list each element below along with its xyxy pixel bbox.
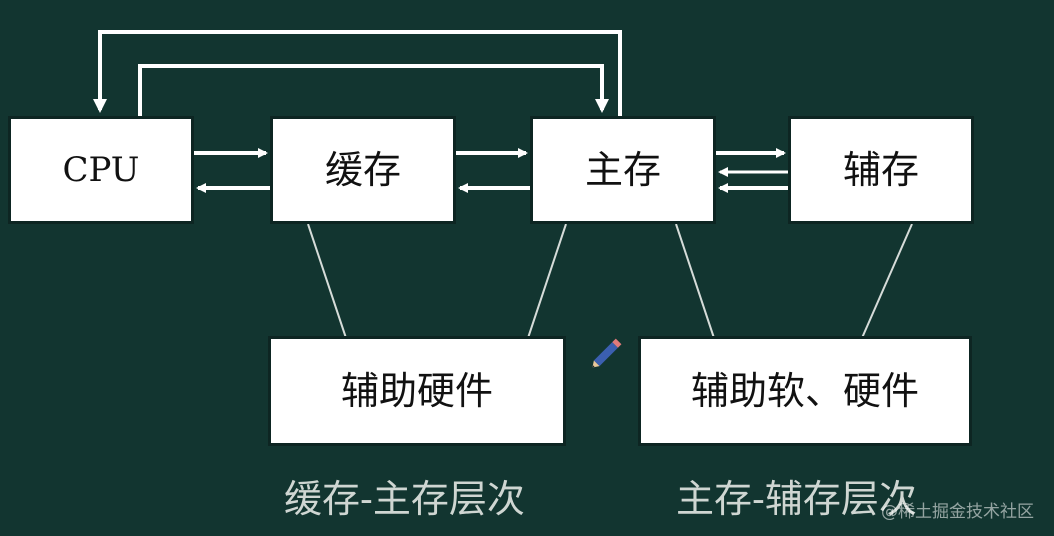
link-aux-to-swhw	[861, 223, 913, 339]
caption-main-aux-level: 主存-辅存层次	[676, 477, 917, 521]
node-cpu: CPU	[8, 116, 194, 224]
link-cache-to-hw	[307, 223, 347, 339]
pencil-icon	[592, 338, 622, 368]
node-aux-memory: 辅存	[788, 116, 974, 224]
link-main-to-swhw	[675, 223, 715, 339]
node-cpu-label: CPU	[62, 150, 140, 190]
link-main-to-hw	[527, 223, 567, 339]
arrow-cpu-to-main-top	[138, 64, 609, 116]
node-aux-memory-label: 辅存	[842, 148, 919, 192]
node-aux-hardware: 辅助硬件	[268, 336, 566, 446]
node-main-memory: 主存	[530, 116, 716, 224]
watermark: @稀土掘金技术社区	[881, 502, 1034, 522]
caption-cache-main-level: 缓存-主存层次	[284, 477, 525, 521]
node-aux-software-hardware-label: 辅助软、硬件	[690, 369, 919, 413]
node-aux-software-hardware: 辅助软、硬件	[638, 336, 972, 446]
node-main-memory-label: 主存	[584, 148, 661, 192]
node-aux-hardware-label: 辅助硬件	[340, 369, 493, 413]
node-cache-label: 缓存	[324, 148, 401, 192]
arrow-main-to-cpu-top	[93, 30, 622, 116]
node-cache: 缓存	[270, 116, 456, 224]
